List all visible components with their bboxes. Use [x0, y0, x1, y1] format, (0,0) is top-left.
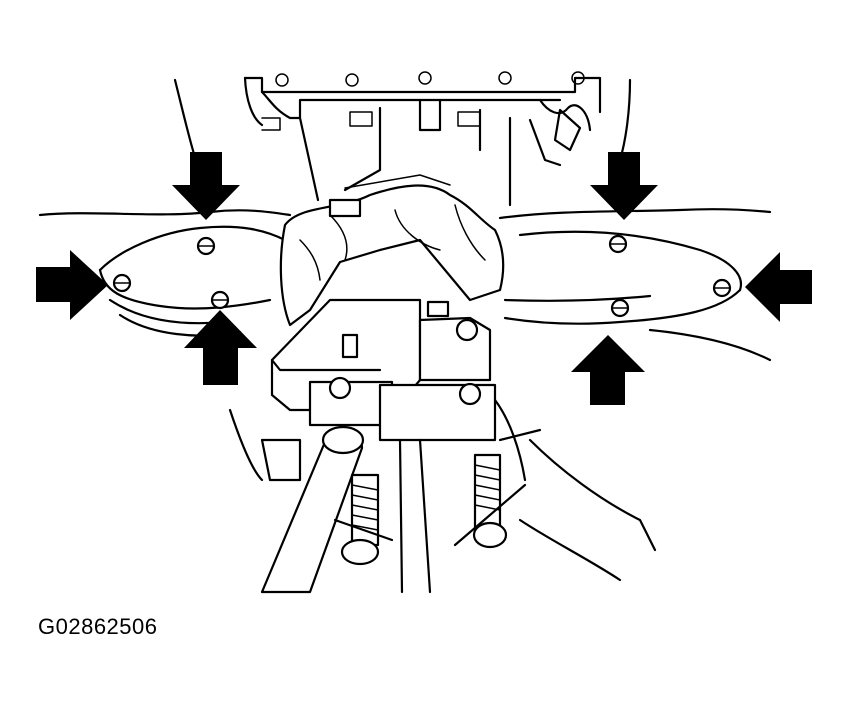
- support-fixture: [260, 298, 542, 482]
- figure-id-label: G02862506: [38, 614, 158, 639]
- right-mount-bracket: [498, 208, 772, 362]
- arrow-upper-left-down: [172, 152, 240, 220]
- left-screw-jack: [333, 473, 394, 566]
- support-bar: [260, 425, 432, 594]
- arrow-left-pointing-right: [36, 250, 108, 320]
- arrow-upper-right-down: [590, 152, 658, 220]
- right-screw-jack: [453, 453, 527, 549]
- cloth-cover: [279, 174, 505, 327]
- arrow-lower-left-up: [184, 310, 257, 385]
- arrow-right-pointing-left: [745, 252, 812, 322]
- arrow-lower-right-up: [571, 335, 645, 405]
- lower-frame: [228, 408, 657, 582]
- transmission-housing: [173, 71, 632, 207]
